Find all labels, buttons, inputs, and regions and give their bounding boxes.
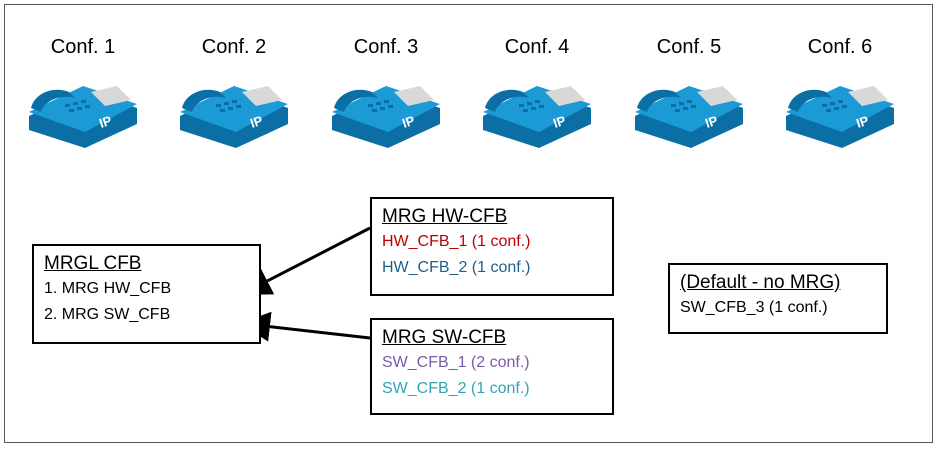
- mrg-hw-item-2: HW_CFB_2 (1 conf.): [382, 259, 531, 276]
- mrg-hw-box: MRG HW-CFB HW_CFB_1 (1 conf.) HW_CFB_2 (…: [370, 197, 614, 296]
- mrgl-item-2: 2. MRG SW_CFB: [44, 306, 171, 323]
- arrow-hw-to-mrgl: [240, 226, 371, 295]
- mrgl-box: MRGL CFB 1. MRG HW_CFB 2. MRG SW_CFB: [32, 244, 261, 344]
- ip-phone-icon: IP: [328, 78, 444, 150]
- ip-phone-icon: IP: [782, 78, 898, 150]
- mrgl-title: MRGL CFB: [44, 253, 142, 274]
- default-item-1: SW_CFB_3 (1 conf.): [680, 299, 828, 316]
- mrg-hw-item-1: HW_CFB_1 (1 conf.): [382, 233, 531, 250]
- phone-label-6: Conf. 6: [807, 36, 873, 58]
- phone-label-2: Conf. 2: [201, 36, 267, 58]
- ip-phone-icon: IP: [631, 78, 747, 150]
- phone-ip-badge: IP: [248, 113, 265, 131]
- ip-phone-icon: IP: [25, 78, 141, 150]
- phone-label-3: Conf. 3: [353, 36, 419, 58]
- phone-ip-badge: IP: [703, 113, 720, 131]
- phone-ip-badge: IP: [400, 113, 417, 131]
- default-box: (Default - no MRG) SW_CFB_3 (1 conf.): [668, 263, 888, 334]
- phone-ip-badge: IP: [854, 113, 871, 131]
- mrg-sw-box: MRG SW-CFB SW_CFB_1 (2 conf.) SW_CFB_2 (…: [370, 318, 614, 415]
- phone-ip-badge: IP: [97, 113, 114, 131]
- ip-phone-icon: IP: [176, 78, 292, 150]
- phone-label-1: Conf. 1: [50, 36, 116, 58]
- mrg-sw-title: MRG SW-CFB: [382, 327, 507, 348]
- mrg-sw-item-1: SW_CFB_1 (2 conf.): [382, 354, 530, 371]
- arrow-sw-to-mrgl: [240, 311, 371, 342]
- diagram-frame: [4, 4, 933, 443]
- mrg-hw-title: MRG HW-CFB: [382, 206, 508, 227]
- default-title: (Default - no MRG): [680, 272, 841, 293]
- mrgl-item-1: 1. MRG HW_CFB: [44, 280, 172, 297]
- phone-ip-badge: IP: [551, 113, 568, 131]
- ip-phone-icon: IP: [479, 78, 595, 150]
- phone-label-4: Conf. 4: [504, 36, 570, 58]
- mrg-sw-item-2: SW_CFB_2 (1 conf.): [382, 380, 530, 397]
- phone-label-5: Conf. 5: [656, 36, 722, 58]
